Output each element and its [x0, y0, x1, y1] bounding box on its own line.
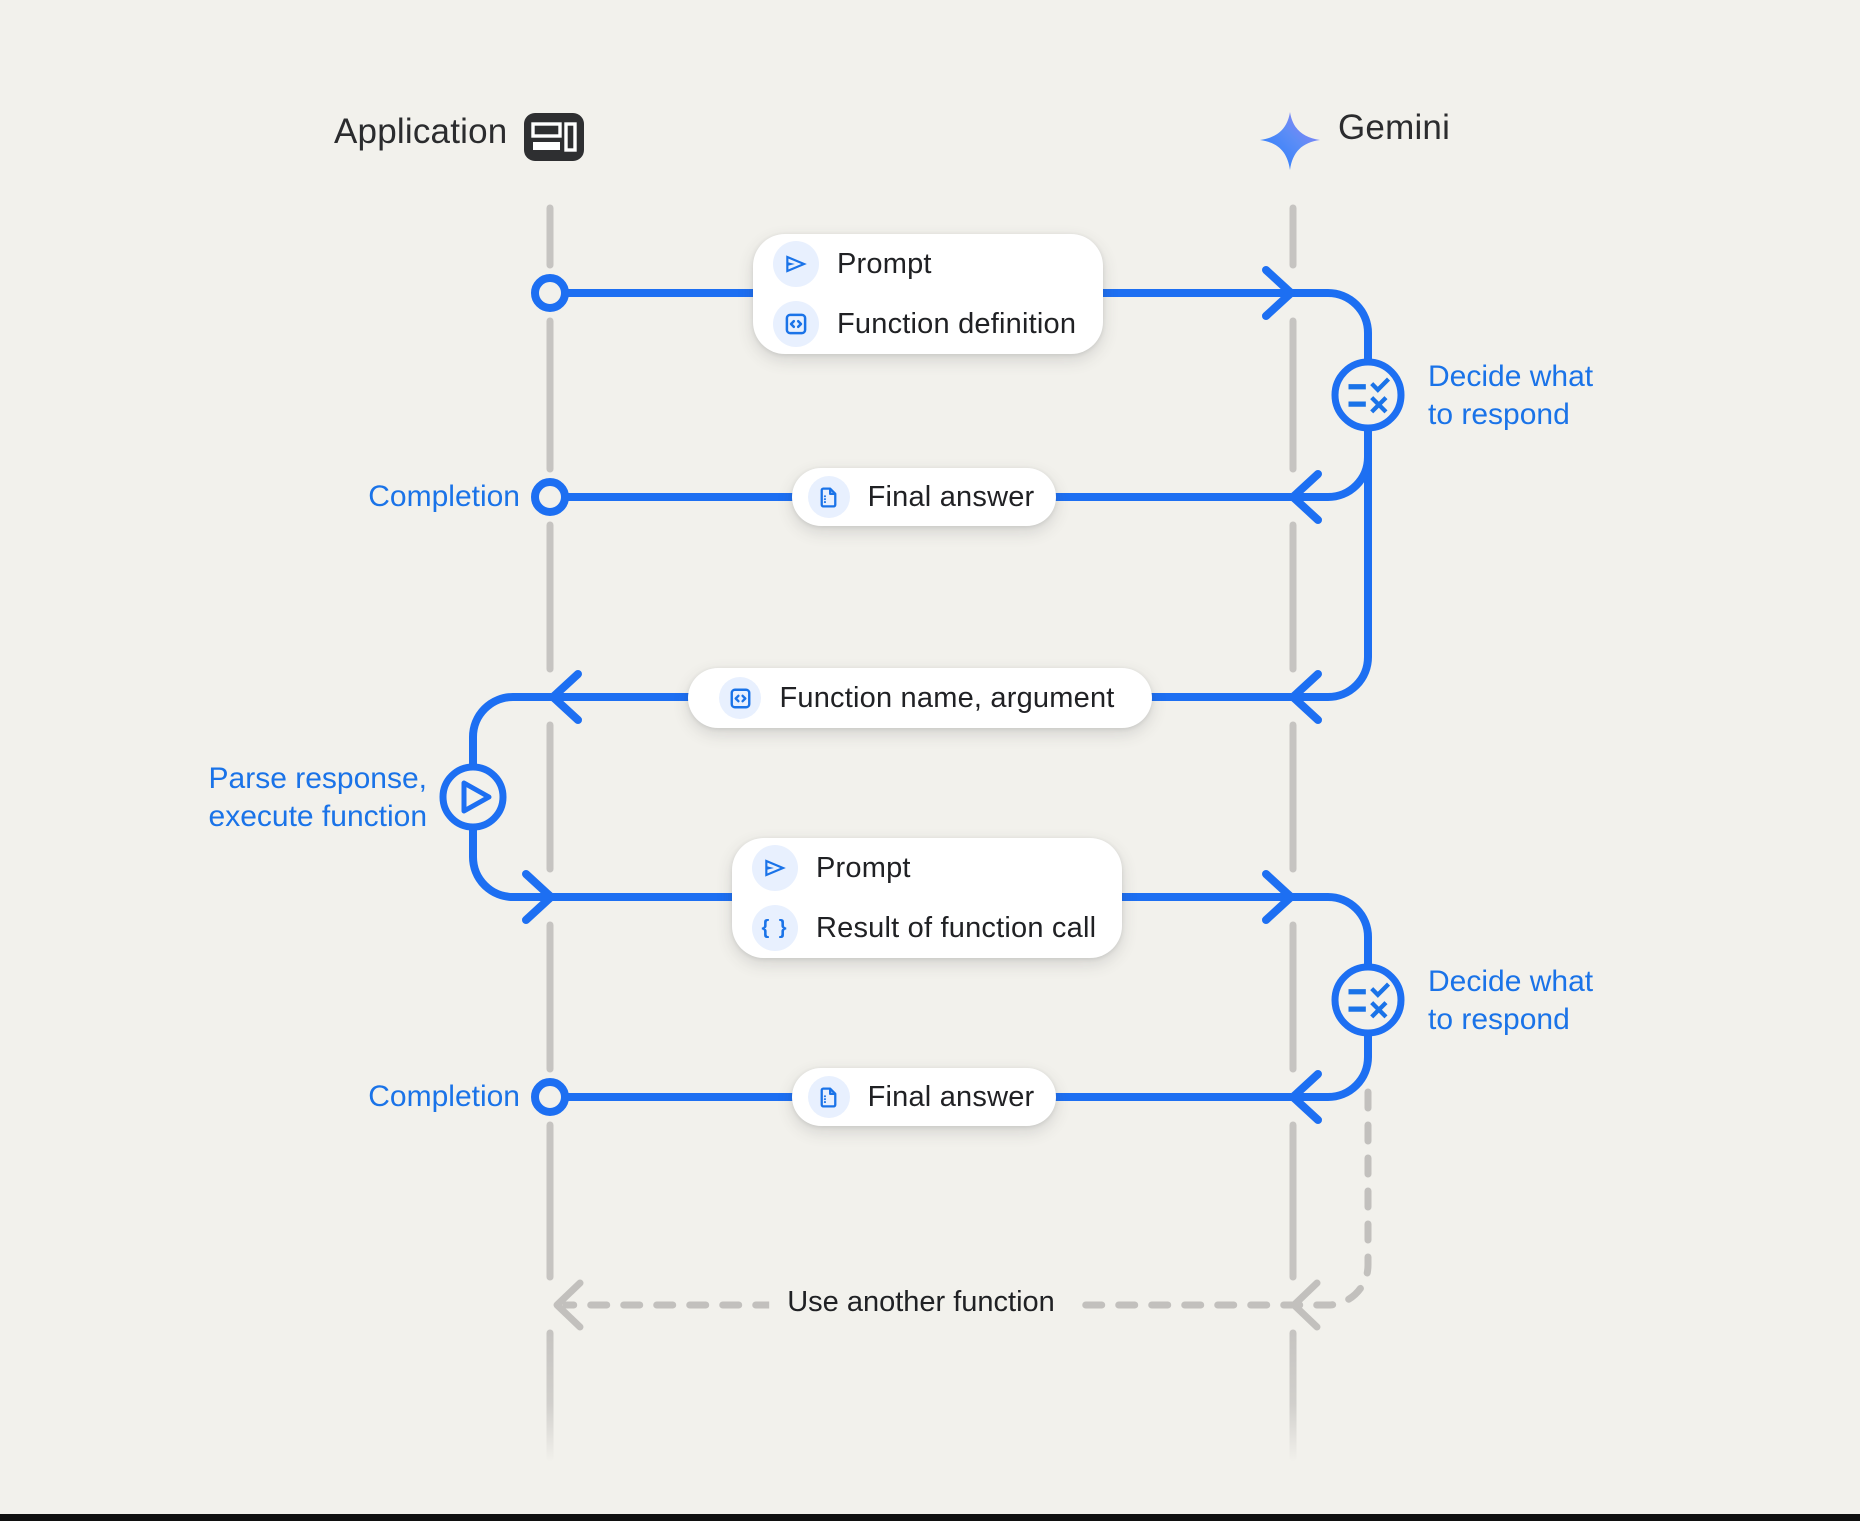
application-icon	[524, 113, 584, 161]
arrowhead-left-dashed-app	[553, 1279, 584, 1331]
message-final-answer-top: Final answer	[792, 468, 1056, 526]
flow-prompt-to-gemini	[546, 289, 1372, 701]
send-icon	[752, 845, 798, 891]
message-label: Final answer	[867, 480, 1035, 513]
rule-checklist-icon	[1348, 377, 1391, 414]
bottom-bar	[0, 1514, 1860, 1521]
arrowhead-left-row3-gemini	[1289, 670, 1322, 724]
endpoint-completion-bottom	[531, 1078, 569, 1116]
braces-glyph: { }	[761, 916, 789, 939]
message-row: Prompt	[773, 241, 1077, 287]
message-final-answer-bottom: Final answer	[792, 1068, 1056, 1126]
arrowhead-left-row5	[1289, 1070, 1322, 1124]
decide-label-bottom: Decide what to respond	[1428, 963, 1593, 1039]
execute-node	[439, 763, 507, 831]
decide-label-line2: to respond	[1428, 1003, 1570, 1036]
document-icon	[807, 476, 850, 518]
flow-use-another-function	[562, 1088, 1372, 1309]
code-block-icon	[773, 301, 819, 347]
arrowhead-left-row3-app	[549, 670, 582, 724]
arrowhead-left-dashed-gemini	[1290, 1279, 1321, 1331]
code-block-icon	[719, 677, 762, 719]
arrowhead-left-row2	[1289, 470, 1322, 524]
parse-label: Parse response, execute function	[209, 760, 427, 836]
message-function-name-argument: Function name, argument	[688, 668, 1152, 728]
braces-icon: { }	[752, 905, 798, 951]
decide-label-line1: Decide what	[1428, 360, 1594, 393]
decide-label-line1: Decide what	[1428, 965, 1594, 998]
message-row: Function definition	[773, 301, 1077, 347]
gemini-label: Gemini	[1338, 108, 1451, 147]
message-row: { } Result of function call	[752, 905, 1096, 951]
parse-label-line2: execute function	[208, 800, 427, 833]
message-row: Function name, argument	[719, 677, 1114, 719]
actor-gemini: Gemini	[1338, 108, 1450, 148]
message-row: Prompt	[752, 845, 1096, 891]
rule-checklist-icon	[1348, 982, 1391, 1019]
arrowhead-right-row4-gemini	[1262, 870, 1295, 924]
parse-label-line1: Parse response,	[208, 762, 427, 795]
completion-label-bottom: Completion	[368, 1080, 520, 1113]
decide-label-line2: to respond	[1428, 398, 1570, 431]
message-prompt-function-definition: Prompt Function definition	[753, 234, 1103, 354]
arrowhead-right-row4-app	[522, 870, 555, 924]
completion-label-top: Completion	[368, 480, 520, 513]
actor-application: Application	[334, 112, 507, 152]
message-label: Prompt	[816, 851, 911, 884]
decide-node-bottom	[1331, 963, 1405, 1037]
decide-label-top: Decide what to respond	[1428, 358, 1593, 434]
send-icon	[773, 241, 819, 287]
endpoint-completion-top	[531, 478, 569, 516]
message-row: Final answer	[807, 1076, 1035, 1118]
message-label: Result of function call	[816, 911, 1097, 944]
play-icon	[461, 780, 492, 814]
message-label: Prompt	[837, 247, 932, 280]
use-another-function-label: Use another function	[769, 1286, 1073, 1319]
document-icon	[807, 1076, 850, 1118]
endpoint-prompt-start	[531, 274, 569, 312]
message-prompt-result: Prompt { } Result of function call	[732, 838, 1122, 958]
message-label: Function definition	[837, 307, 1077, 340]
flow-parse-loop	[469, 693, 739, 901]
flow-final-answer-top-branch	[1052, 453, 1372, 501]
message-label: Final answer	[867, 1080, 1035, 1113]
arrowhead-right-row1	[1262, 266, 1295, 320]
message-row: Final answer	[807, 476, 1035, 518]
message-label: Function name, argument	[779, 681, 1115, 714]
decide-node-top	[1331, 358, 1405, 432]
gemini-sparkle-icon	[1260, 112, 1320, 170]
application-label: Application	[334, 112, 508, 151]
